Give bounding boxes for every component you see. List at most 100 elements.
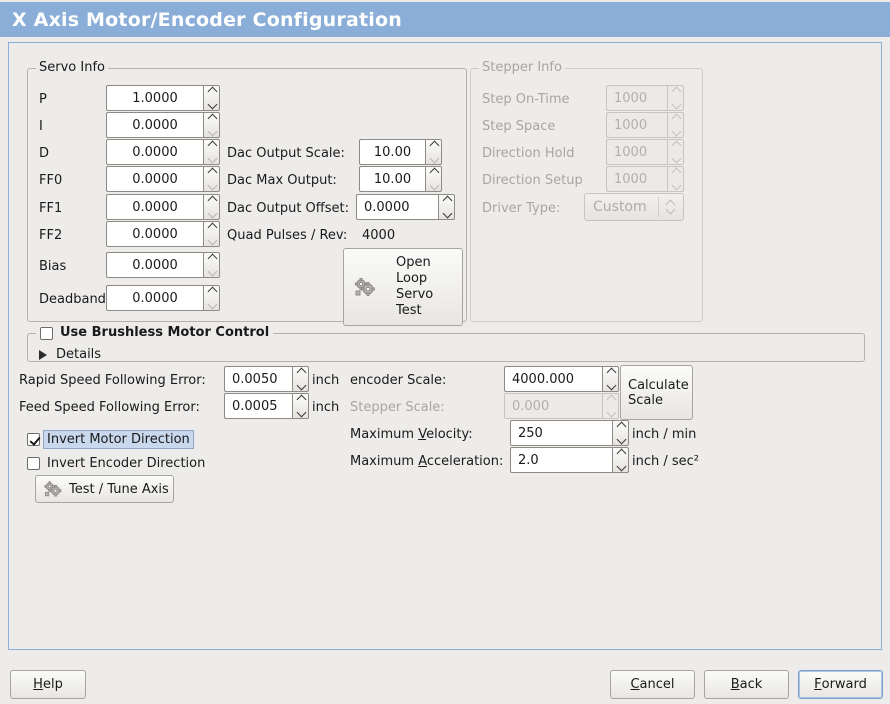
invert-encoder-direction-checkbox[interactable] xyxy=(27,457,40,470)
feed-following-error-spin[interactable]: 0.0005 xyxy=(224,393,309,419)
details-disclosure[interactable]: Details xyxy=(39,347,101,362)
servo-spin-ff1-buttons[interactable] xyxy=(203,194,220,220)
use-brushless-checkbox[interactable] xyxy=(40,326,53,340)
servo-spin-p-buttons[interactable] xyxy=(203,85,220,111)
maximum-velocity-spin[interactable]: 250 xyxy=(510,420,629,446)
spin-down-icon[interactable] xyxy=(204,265,219,277)
spin-up-icon[interactable] xyxy=(204,113,219,125)
servo-value-p[interactable]: 1.0000 xyxy=(106,85,203,111)
servo-spin-deadband[interactable]: 0.0000 xyxy=(106,285,220,311)
spin-down-icon[interactable] xyxy=(293,379,308,391)
spin-down-icon[interactable] xyxy=(613,460,628,472)
test-tune-axis-label: Test / Tune Axis xyxy=(69,481,169,497)
encoder-scale-spin[interactable]: 4000.000 xyxy=(504,366,619,392)
spin-down-icon[interactable] xyxy=(204,152,219,164)
servo-spin-d-buttons[interactable] xyxy=(203,139,220,165)
calculate-scale-button[interactable]: Calculate Scale xyxy=(620,365,693,420)
dac-max-output-value[interactable]: 10.00 xyxy=(359,166,425,192)
spin-up-icon[interactable] xyxy=(293,394,308,406)
rapid-following-error-buttons[interactable] xyxy=(292,366,309,392)
servo-spin-ff0-buttons[interactable] xyxy=(203,166,220,192)
triangle-right-icon[interactable] xyxy=(39,349,47,360)
spin-down-icon[interactable] xyxy=(204,207,219,219)
servo-spin-ff2-buttons[interactable] xyxy=(203,221,220,247)
spin-up-icon[interactable] xyxy=(613,448,628,460)
spin-down-icon[interactable] xyxy=(426,152,441,164)
dac-output-scale-buttons[interactable] xyxy=(425,139,442,165)
dac-max-output-spin[interactable]: 10.00 xyxy=(359,166,442,192)
spin-up-icon[interactable] xyxy=(426,167,441,179)
servo-value-ff1[interactable]: 0.0000 xyxy=(106,194,203,220)
servo-label-ff0: FF0 xyxy=(39,173,63,188)
spin-up-icon[interactable] xyxy=(613,421,628,433)
servo-spin-p[interactable]: 1.0000 xyxy=(106,85,220,111)
spin-down-icon[interactable] xyxy=(293,406,308,418)
spin-up-icon[interactable] xyxy=(204,195,219,207)
rapid-following-error-spin[interactable]: 0.0050 xyxy=(224,366,309,392)
servo-spin-i-buttons[interactable] xyxy=(203,112,220,138)
dac-output-scale-spin[interactable]: 10.00 xyxy=(359,139,442,165)
step-on-time-value: 1000 xyxy=(606,85,667,111)
spin-up-icon[interactable] xyxy=(426,140,441,152)
servo-spin-bias-buttons[interactable] xyxy=(203,252,220,278)
maximum-velocity-buttons[interactable] xyxy=(612,420,629,446)
servo-spin-i[interactable]: 0.0000 xyxy=(106,112,220,138)
dac-output-offset-buttons[interactable] xyxy=(438,194,455,220)
servo-spin-ff2[interactable]: 0.0000 xyxy=(106,221,220,247)
rapid-following-error-value[interactable]: 0.0050 xyxy=(224,366,292,392)
open-loop-servo-test-button[interactable]: Open Loop Servo Test xyxy=(343,248,463,326)
dac-output-offset-spin[interactable]: 0.0000 xyxy=(356,194,455,220)
invert-motor-direction-checkbox[interactable] xyxy=(27,433,40,446)
feed-following-error-value[interactable]: 0.0005 xyxy=(224,393,292,419)
dac-max-output-buttons[interactable] xyxy=(425,166,442,192)
servo-spin-ff0[interactable]: 0.0000 xyxy=(106,166,220,192)
spin-down-icon[interactable] xyxy=(204,234,219,246)
spin-up-icon[interactable] xyxy=(204,286,219,298)
servo-value-d[interactable]: 0.0000 xyxy=(106,139,203,165)
test-tune-axis-button[interactable]: Test / Tune Axis xyxy=(35,475,174,503)
servo-spin-deadband-buttons[interactable] xyxy=(203,285,220,311)
calculate-scale-line-1: Calculate xyxy=(628,377,689,393)
servo-value-i[interactable]: 0.0000 xyxy=(106,112,203,138)
invert-encoder-direction-row[interactable]: Invert Encoder Direction xyxy=(27,456,205,471)
spin-down-icon[interactable] xyxy=(426,179,441,191)
spin-up-icon[interactable] xyxy=(204,222,219,234)
spin-down-icon[interactable] xyxy=(204,98,219,110)
brushless-group: Use Brushless Motor Control Details xyxy=(27,325,865,362)
feed-following-error-buttons[interactable] xyxy=(292,393,309,419)
invert-motor-direction-row[interactable]: Invert Motor Direction xyxy=(27,430,194,449)
maximum-acceleration-value[interactable]: 2.0 xyxy=(510,447,612,473)
servo-spin-ff1[interactable]: 0.0000 xyxy=(106,194,220,220)
servo-value-bias[interactable]: 0.0000 xyxy=(106,252,203,278)
dac-output-offset-value[interactable]: 0.0000 xyxy=(356,194,438,220)
encoder-scale-buttons[interactable] xyxy=(602,366,619,392)
spin-down-icon[interactable] xyxy=(603,379,618,391)
spin-up-icon[interactable] xyxy=(204,167,219,179)
spin-down-icon[interactable] xyxy=(204,298,219,310)
spin-up-icon[interactable] xyxy=(204,253,219,265)
use-brushless-checkbox-row[interactable]: Use Brushless Motor Control xyxy=(40,325,269,341)
spin-down-icon[interactable] xyxy=(204,125,219,137)
spin-up-icon[interactable] xyxy=(293,367,308,379)
maximum-acceleration-buttons[interactable] xyxy=(612,447,629,473)
servo-value-ff2[interactable]: 0.0000 xyxy=(106,221,203,247)
servo-value-deadband[interactable]: 0.0000 xyxy=(106,285,203,311)
servo-value-ff0[interactable]: 0.0000 xyxy=(106,166,203,192)
dac-output-scale-value[interactable]: 10.00 xyxy=(359,139,425,165)
servo-spin-bias[interactable]: 0.0000 xyxy=(106,252,220,278)
spin-up-icon[interactable] xyxy=(603,367,618,379)
spin-down-icon[interactable] xyxy=(204,179,219,191)
maximum-velocity-value[interactable]: 250 xyxy=(510,420,612,446)
spin-up-icon[interactable] xyxy=(439,195,454,207)
servo-spin-d[interactable]: 0.0000 xyxy=(106,139,220,165)
spin-down-icon[interactable] xyxy=(613,433,628,445)
encoder-scale-value[interactable]: 4000.000 xyxy=(504,366,602,392)
spin-up-icon[interactable] xyxy=(204,86,219,98)
spin-up-icon[interactable] xyxy=(204,140,219,152)
maximum-acceleration-spin[interactable]: 2.0 xyxy=(510,447,629,473)
spin-down-icon[interactable] xyxy=(439,207,454,219)
